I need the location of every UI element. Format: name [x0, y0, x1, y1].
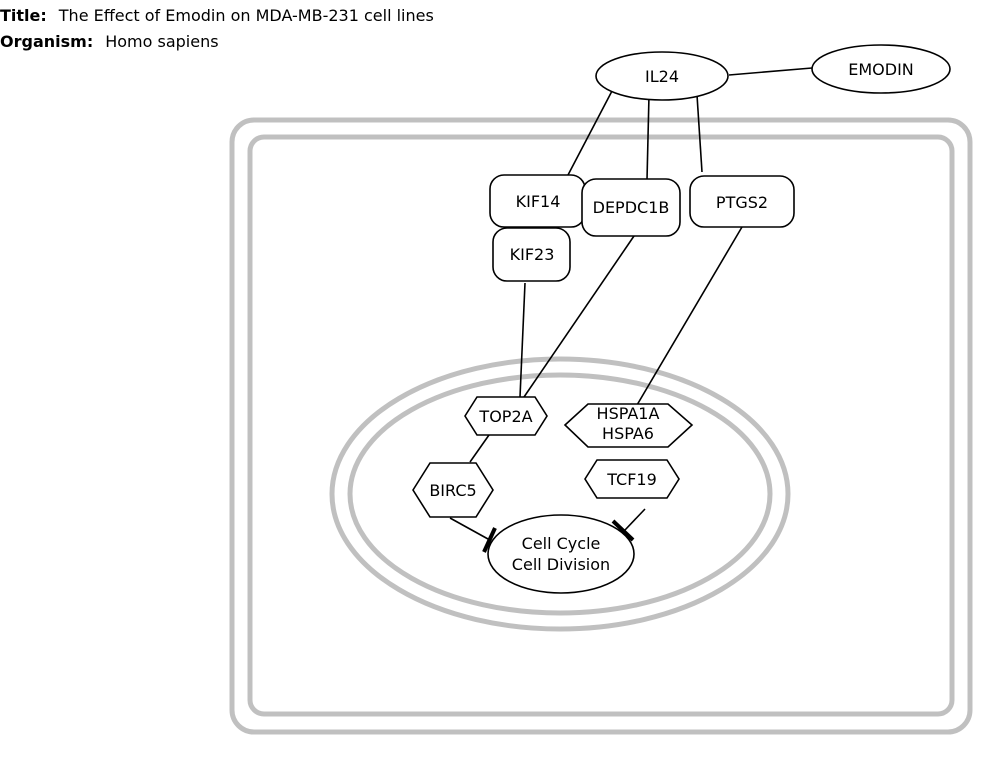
node-kif14[interactable]: KIF14 [489, 174, 586, 228]
edge-il24-kif14 [567, 90, 613, 176]
nucleus-outer [329, 356, 791, 632]
node-emodin[interactable]: EMODIN [811, 44, 951, 94]
organism-value: Homo sapiens [105, 32, 219, 51]
node-il24-label: IL24 [645, 67, 679, 86]
edge-il24-ptgs2 [696, 94, 703, 173]
node-birc5[interactable]: BIRC5 [412, 462, 494, 518]
edge-top2a-birc5 [469, 434, 490, 463]
cell-membrane-inner [247, 134, 955, 717]
node-kif23-label: KIF23 [510, 245, 555, 264]
edge-il24-depdc1b [646, 94, 650, 181]
node-cell-cycle-label: Cell Cycle [522, 534, 601, 553]
node-il24[interactable]: IL24 [595, 51, 729, 101]
node-tcf19[interactable]: TCF19 [584, 459, 680, 499]
title-label: Title: [0, 6, 47, 25]
edge-kif23-top2a [519, 282, 526, 398]
nucleus-inner [347, 372, 773, 616]
node-cell-cycle[interactable]: Cell Cycle Cell Division [487, 514, 635, 594]
edge-tcf19-cellcycle [624, 508, 646, 531]
pathway-organism: Organism: Homo sapiens [0, 32, 219, 52]
node-top2a[interactable]: TOP2A [464, 396, 548, 436]
node-birc5-label: BIRC5 [429, 481, 476, 500]
node-kif14-label: KIF14 [516, 192, 561, 211]
title-value: The Effect of Emodin on MDA-MB-231 cell … [58, 6, 434, 25]
edge-birc5-cellcycle [449, 517, 489, 540]
inhibition-bar-birc5 [482, 527, 497, 553]
edge-il24-emodin [728, 67, 813, 76]
edge-depdc1b-top2a [523, 235, 635, 398]
node-ptgs2[interactable]: PTGS2 [689, 175, 795, 228]
node-top2a-label: TOP2A [478, 407, 532, 426]
inhibition-bar-tcf19 [611, 519, 635, 542]
node-hspa1a-hspa6[interactable]: HSPA1A HSPA6 [563, 403, 694, 448]
node-depdc1b[interactable]: DEPDC1B [581, 178, 681, 237]
node-depdc1b-label: DEPDC1B [593, 198, 670, 217]
node-hspa1a-label: HSPA1A [597, 404, 660, 423]
pathway-title: Title: The Effect of Emodin on MDA-MB-231… [0, 6, 434, 26]
cell-membrane-outer [229, 117, 973, 735]
organism-label: Organism: [0, 32, 94, 51]
node-cell-division-label: Cell Division [512, 555, 610, 574]
node-tcf19-label: TCF19 [606, 470, 657, 489]
node-hspa6-label: HSPA6 [602, 424, 654, 443]
edge-ptgs2-hspa [636, 226, 743, 406]
node-kif23[interactable]: KIF23 [492, 227, 571, 282]
node-emodin-label: EMODIN [848, 60, 914, 79]
node-ptgs2-label: PTGS2 [716, 193, 768, 212]
